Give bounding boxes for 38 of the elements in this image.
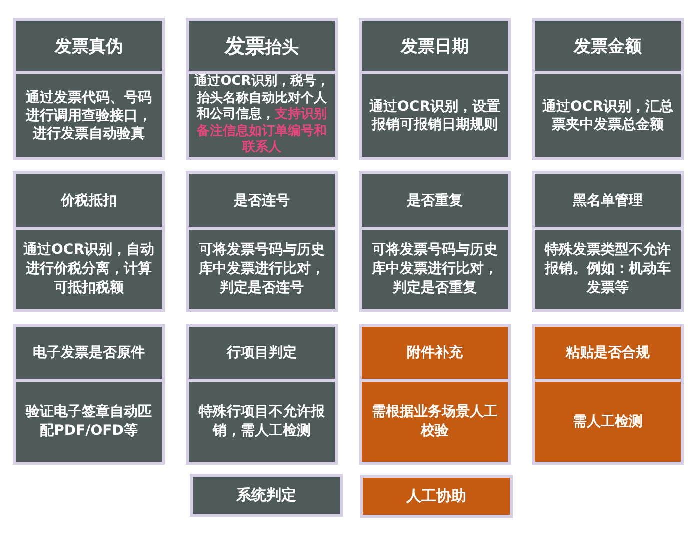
- info-card: [532, 18, 684, 160]
- card-body: 需人工检测: [535, 382, 681, 462]
- card-heading: 价税抵扣: [16, 174, 162, 227]
- info-card: [359, 18, 511, 160]
- card-body: 通过OCR识别，税号，抬头名称自动比对个人和公司信息，支持识别备注信息如订单编号和联系人: [189, 74, 335, 157]
- info-card: [13, 324, 165, 465]
- card-body: 特殊行项目不允许报销，需人工检测: [189, 382, 335, 462]
- card-body: 验证电子签章自动匹配PDF/OFD等: [16, 382, 162, 462]
- info-card: [532, 171, 684, 312]
- card-body: 通过OCR识别，设置报销可报销日期规则: [362, 74, 508, 157]
- card-heading: 发票日期: [362, 21, 508, 71]
- card-heading: 粘贴是否合规: [535, 327, 681, 379]
- info-card: [186, 18, 338, 160]
- card-heading: 附件补充: [362, 327, 508, 379]
- info-card: [359, 324, 511, 465]
- card-heading: 发票抬头: [189, 21, 335, 71]
- card-body: 通过OCR识别，自动进行价税分离，计算可抵扣税额: [16, 230, 162, 309]
- card-body: 通过OCR识别，汇总票夹中发票总金额: [535, 74, 681, 157]
- card-body: 需根据业务场景人工校验: [362, 382, 508, 462]
- info-card: [532, 324, 684, 465]
- card-body: 通过发票代码、号码进行调用查验接口，进行发票自动验真: [16, 74, 162, 157]
- card-heading: 是否连号: [189, 174, 335, 227]
- card-heading: 是否重复: [362, 174, 508, 227]
- info-card: [13, 171, 165, 312]
- card-body: 可将发票号码与历史库中发票进行比对，判定是否重复: [362, 230, 508, 309]
- card-heading: 发票真伪: [16, 21, 162, 71]
- info-card: [186, 324, 338, 465]
- card-heading: 发票金额: [535, 21, 681, 71]
- legend-label: 系统判定: [236, 486, 296, 505]
- card-heading: 行项目判定: [189, 327, 335, 379]
- card-body: 特殊发票类型不允许报销。例如：机动车发票等: [535, 230, 681, 309]
- info-card: [13, 18, 165, 160]
- card-body: 可将发票号码与历史库中发票进行比对，判定是否连号: [189, 230, 335, 309]
- card-heading: 电子发票是否原件: [16, 327, 162, 379]
- info-card: [186, 171, 338, 312]
- card-heading: 黑名单管理: [535, 174, 681, 227]
- legend-label: 人工协助: [406, 487, 466, 506]
- info-card: [359, 171, 511, 312]
